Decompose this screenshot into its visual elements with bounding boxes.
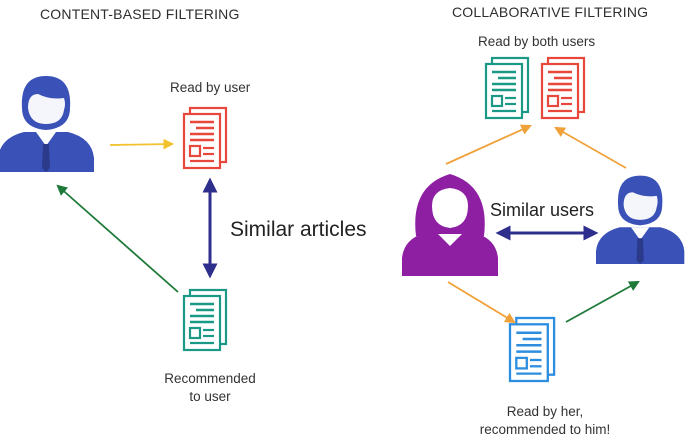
collaborative-title: COLLABORATIVE FILTERING	[452, 4, 649, 20]
recommended-label-line2: to user	[189, 389, 231, 404]
read-by-user-label: Read by user	[170, 80, 251, 95]
arrow-recommend-to-user	[56, 184, 179, 293]
user-male-icon	[596, 175, 685, 264]
document-icon	[484, 56, 530, 120]
read-by-her-label-line2: recommended to him!	[479, 422, 611, 437]
document-icon	[182, 106, 228, 170]
user-female-icon	[402, 174, 498, 276]
read-by-her-label-line1: Read by her,	[506, 404, 584, 419]
arrow-her-to-doc	[447, 281, 516, 324]
document-icon	[508, 316, 556, 383]
arrow-user-to-read	[109, 138, 175, 150]
arrow-him-to-both	[554, 126, 627, 169]
read-by-both-label: Read by both users	[478, 34, 596, 49]
similar-users-label: Similar users	[490, 200, 595, 220]
document-icon	[540, 56, 586, 120]
similar-articles-label: Similar articles	[230, 218, 367, 241]
user-male-icon	[0, 76, 94, 172]
arrow-her-to-both	[445, 124, 532, 165]
arrow-doc-to-him	[565, 280, 640, 323]
recommended-label-line1: Recommended	[164, 371, 256, 386]
document-icon	[182, 288, 228, 352]
content-based-title: CONTENT-BASED FILTERING	[40, 6, 240, 22]
